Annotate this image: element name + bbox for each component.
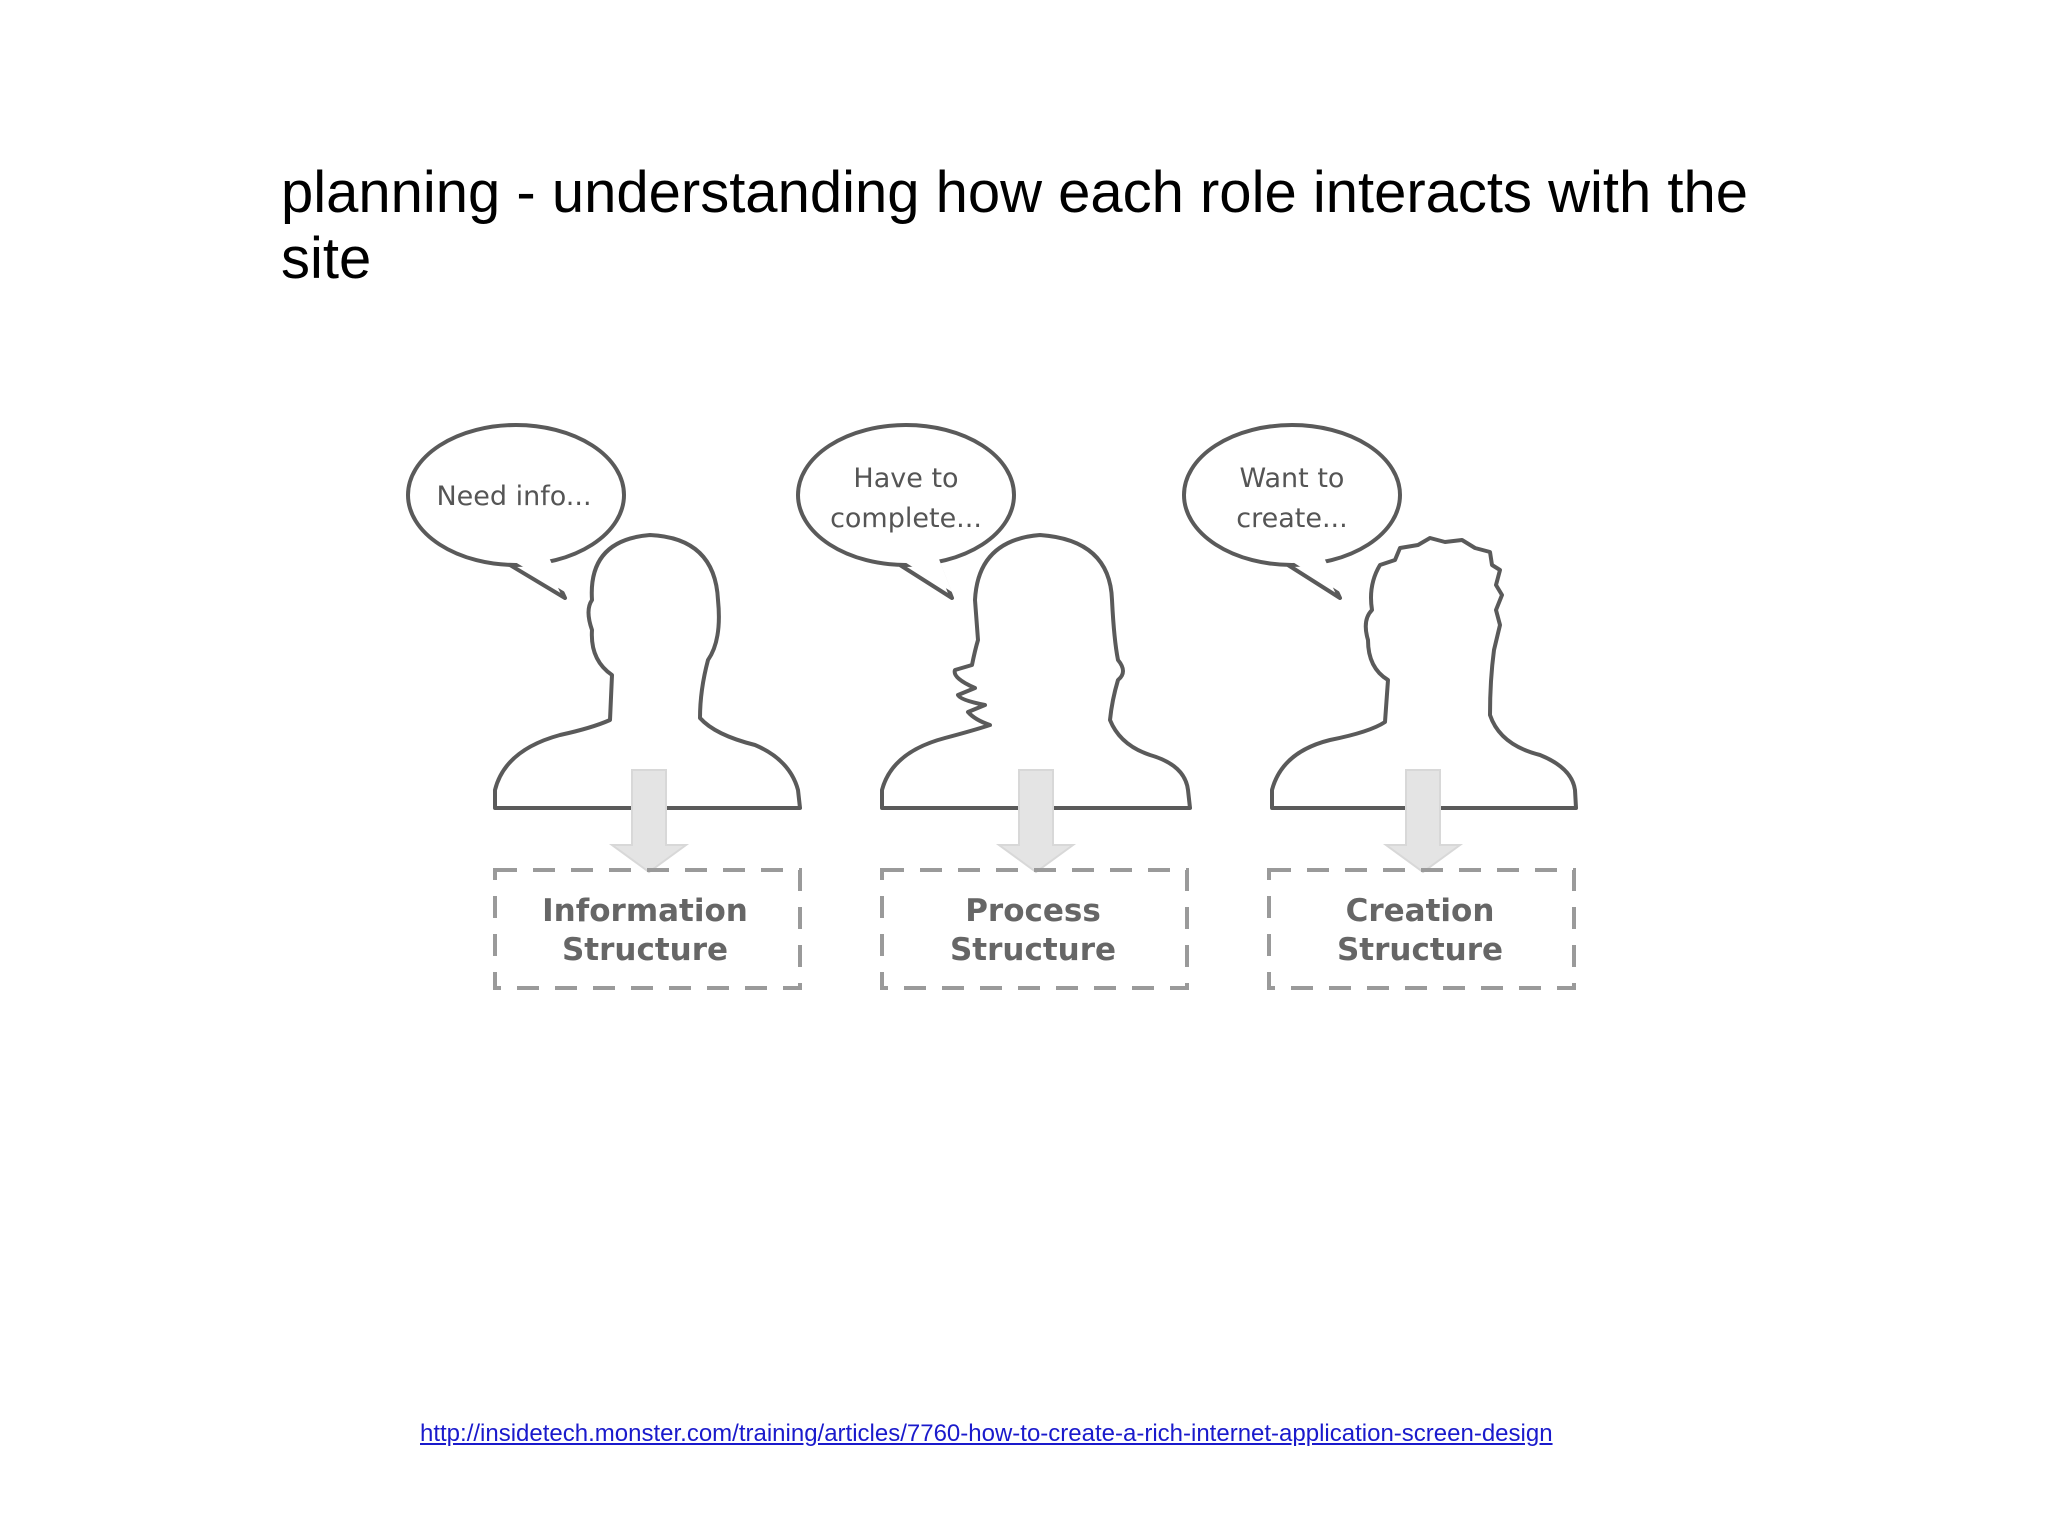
bubble-text-2-line-1: Have to	[853, 463, 958, 494]
structure-boxes	[493, 868, 1576, 990]
structure-label-3-line-1: Creation	[1346, 893, 1495, 929]
bubble-text-3-line-2: create...	[1236, 503, 1347, 534]
structure-box-1	[493, 868, 802, 990]
structure-box-3	[1267, 868, 1576, 990]
speech-bubble-2	[796, 423, 1016, 600]
structure-label-1-line-2: Structure	[562, 932, 728, 968]
role-process	[796, 423, 1192, 810]
role-creation	[1182, 423, 1578, 810]
speech-bubble-1	[406, 423, 626, 600]
structure-label-1-line-1: Information	[542, 893, 748, 929]
bubble-text-1-line-1: Need info...	[436, 481, 591, 512]
structure-label-3-line-2: Structure	[1337, 932, 1503, 968]
role-information	[406, 423, 802, 810]
structure-box-2	[880, 868, 1189, 990]
arrow-down-1	[608, 769, 690, 874]
person-silhouette-3	[1270, 536, 1578, 810]
structure-label-2-line-1: Process	[965, 893, 1101, 929]
structure-label-2-line-2: Structure	[950, 932, 1116, 968]
person-silhouette-1	[493, 533, 802, 810]
person-silhouette-2	[880, 533, 1192, 810]
speech-bubble-3	[1182, 423, 1402, 600]
arrow-down-2	[995, 769, 1077, 874]
slide-title: planning - understanding how each role i…	[281, 160, 1749, 291]
arrow-down-3	[1382, 769, 1464, 874]
source-link[interactable]: http://insidetech.monster.com/training/a…	[420, 1420, 1553, 1447]
bubble-text-2-line-2: complete...	[830, 503, 982, 534]
arrows	[608, 769, 1464, 874]
bubble-text-3-line-1: Want to	[1240, 463, 1345, 494]
